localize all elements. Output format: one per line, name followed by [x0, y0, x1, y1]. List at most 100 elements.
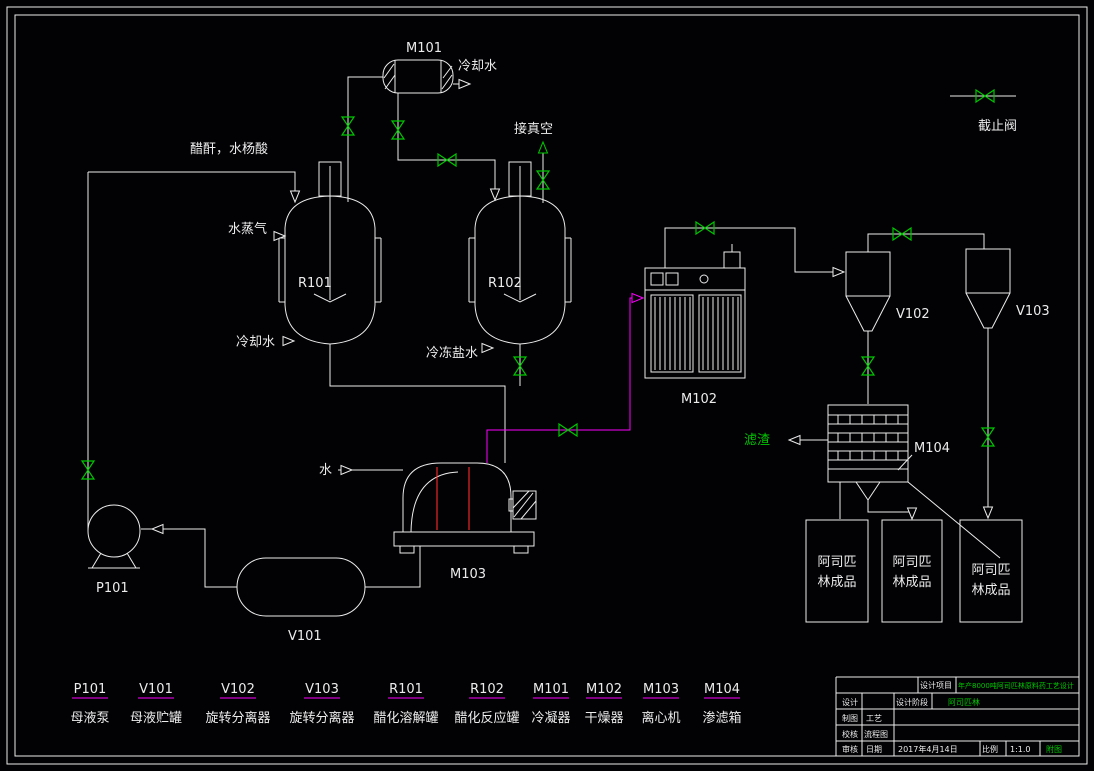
pipe [664, 227, 842, 273]
legend-tag: R101 [389, 682, 423, 697]
r102-label: R102 [488, 276, 522, 291]
legend-tag: P101 [74, 682, 107, 697]
draft-label: 制图 [842, 713, 858, 723]
legend-tag: M103 [643, 682, 679, 697]
legend-tag: M104 [704, 682, 740, 697]
steam-label: 水蒸气 [228, 221, 267, 237]
p101-label: P101 [96, 581, 129, 596]
process-pipes [87, 76, 1016, 588]
condenser-water-label: 冷却水 [458, 59, 497, 74]
pipe [867, 233, 989, 516]
legend-name: 旋转分离器 [289, 710, 354, 726]
legend-row: P101 V101 V102 V103 R101 R102 M101 M102 … [70, 682, 741, 726]
date-value: 2017年4月14日 [898, 744, 958, 754]
m103-label: M103 [450, 567, 486, 582]
feed-label: 醋酐，水杨酸 [190, 141, 268, 157]
stage-label: 设计阶段 [896, 697, 928, 707]
title-block: 设计项目 年产8000吨阿司匹林原料药工艺设计 设计 制图 校核 审核 设计阶段… [835, 676, 1079, 756]
project-label: 设计项目 [920, 680, 952, 690]
legend-name: 干燥器 [584, 711, 623, 726]
product-boxes: 阿司匹 林成品 阿司匹 林成品 阿司匹 林成品 [805, 519, 1023, 623]
v101-tank [236, 557, 366, 617]
legend-name: 冷凝器 [531, 710, 570, 726]
product-label: 阿司匹 [971, 563, 1010, 578]
v103-label: V103 [1016, 304, 1050, 319]
legend-tag: V102 [221, 682, 255, 697]
m104-filter [827, 404, 913, 501]
product-label: 阿司匹 [817, 555, 856, 570]
brine-label: 冷冻盐水 [426, 345, 478, 361]
pipe [338, 469, 421, 588]
flow-arrow-icon [481, 343, 494, 353]
slurry-pipe [486, 297, 641, 463]
flow-arrow-icon [340, 465, 353, 475]
legend-name: 醋化反应罐 [454, 710, 519, 726]
flow-arrow-icon [983, 506, 993, 519]
flow-arrow-icon [290, 190, 300, 203]
pipe [329, 344, 521, 463]
stream-labels: 醋酐，水杨酸 水蒸气 冷却水 冷却水 接真空 冷冻盐水 水 滤渣 截止阀 [190, 59, 1017, 478]
scale-label: 比例 [982, 744, 998, 754]
flow-arrow-icon [490, 188, 500, 201]
equipment-labels: M101 R101 R102 M102 M103 M104 V101 V102 … [96, 41, 1050, 644]
design-label: 设计 [842, 697, 858, 707]
vacuum-label: 接真空 [514, 121, 553, 137]
doc-name-line1: 工艺 [866, 714, 882, 723]
m102-label: M102 [681, 392, 717, 407]
date-label: 日期 [866, 745, 882, 754]
audit-label: 审核 [842, 744, 858, 754]
m103-centrifuge [393, 462, 537, 554]
legend-name: 离心机 [641, 710, 680, 726]
flow-arrow-icon [282, 336, 295, 346]
cooling-water-label: 冷却水 [236, 335, 275, 350]
residue-label: 滤渣 [744, 433, 770, 448]
flow-arrow-icon [631, 293, 644, 303]
flow-arrow-icon [458, 79, 471, 89]
drawing-border [6, 6, 1088, 765]
m101-label: M101 [406, 41, 442, 56]
project-title: 年产8000吨阿司匹林原料药工艺设计 [958, 681, 1074, 690]
flow-arrow-icon [538, 141, 548, 154]
r101-label: R101 [298, 276, 332, 291]
legend-name: 母液泵 [70, 711, 109, 726]
product-label: 林成品 [817, 575, 856, 590]
legend-tag: M102 [586, 682, 622, 697]
v102-label: V102 [896, 307, 930, 322]
legend-tag: V101 [139, 682, 173, 697]
v101-label: V101 [288, 629, 322, 644]
legend-tag: R102 [470, 682, 504, 697]
v102-separator [845, 251, 891, 332]
product-box [881, 519, 943, 623]
product-label: 阿司匹 [892, 555, 931, 570]
product-label: 林成品 [971, 583, 1010, 598]
product-label: 林成品 [892, 575, 931, 590]
product-box [959, 519, 1023, 623]
check-label: 校核 [842, 729, 858, 739]
m104-label: M104 [914, 441, 950, 456]
m101-condenser [382, 59, 454, 94]
v103-separator [965, 248, 1011, 329]
water-label: 水 [319, 463, 332, 478]
flow-arrow-icon [832, 267, 845, 277]
stop-valve-label: 截止阀 [978, 119, 1017, 134]
stage-value: 阿司匹林 [948, 697, 980, 707]
flow-arrow-icon [907, 507, 917, 520]
pipe [347, 76, 496, 202]
flow-arrow-icon [151, 524, 164, 534]
p101-pump [87, 504, 141, 569]
doc-name-line2: 流程图 [864, 729, 888, 739]
m102-dryer [644, 244, 746, 379]
legend-tag: V103 [305, 682, 339, 697]
flow-arrow-icon [788, 435, 801, 445]
r101-reactor [278, 161, 382, 345]
pipe [791, 439, 1001, 559]
legend-name: 渗滤箱 [702, 710, 741, 726]
flow-arrows [151, 79, 993, 534]
legend-name: 醋化溶解罐 [373, 710, 438, 726]
legend-name: 母液贮罐 [130, 711, 182, 726]
legend-name: 旋转分离器 [205, 710, 270, 726]
legend-tag: M101 [533, 682, 569, 697]
r102-reactor [468, 161, 572, 345]
